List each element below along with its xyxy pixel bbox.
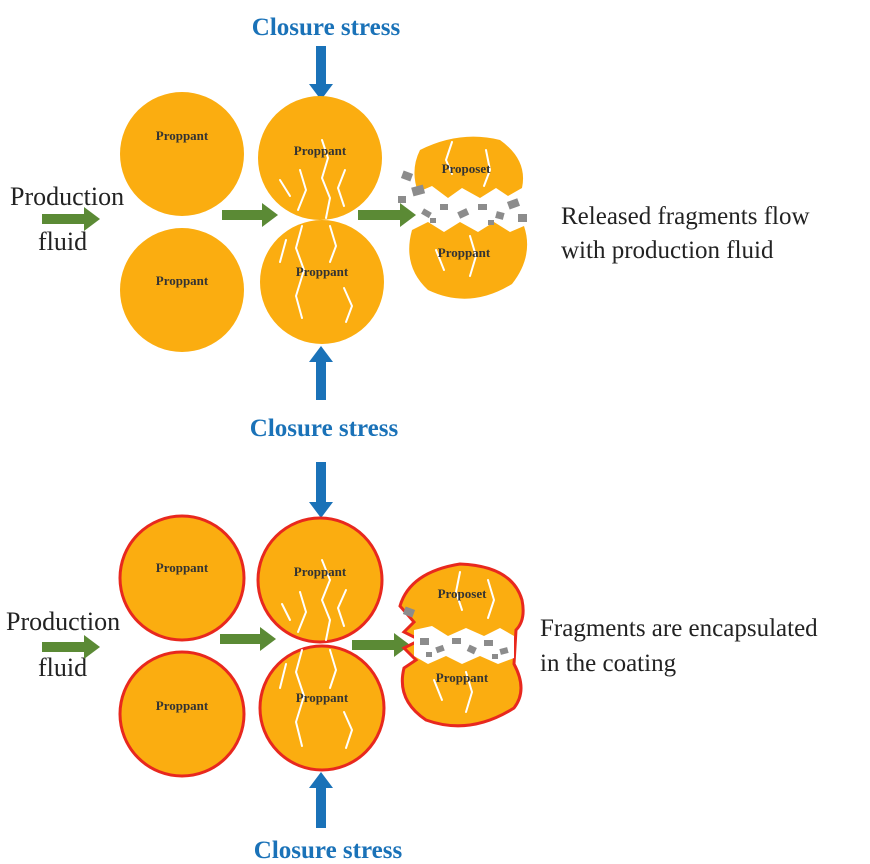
proppant-grain: Proppant	[120, 228, 244, 352]
stress-arrow-down-icon	[309, 46, 333, 100]
proppant-label: Proppant	[156, 273, 209, 288]
flow-arrow-icon	[358, 203, 416, 227]
coated-proppant-grain: Proppant	[118, 514, 246, 642]
fluid-label-line2: fluid	[38, 653, 87, 682]
proppant-grain: Proppant	[120, 92, 244, 216]
proppant-label: Proppant	[156, 698, 209, 713]
encapsulated-broken-proppant: Proposet Proppant	[398, 562, 525, 728]
cracked-proppant-grain: Proppant	[258, 96, 382, 220]
cracked-coated-proppant-grain: Proppant	[256, 516, 384, 644]
stress-arrow-up-icon	[309, 346, 333, 400]
stress-arrow-down-icon	[309, 462, 333, 518]
broken-proppant-grain: Proposet Proppant	[409, 136, 528, 299]
flow-arrow-icon	[42, 635, 100, 659]
proppant-label: Proppant	[296, 690, 349, 705]
flow-arrow-icon	[220, 627, 276, 651]
description-line1: Fragments are encapsulated	[540, 615, 818, 642]
proppant-label: Proppant	[296, 264, 349, 279]
proppant-label: Proposet	[442, 161, 492, 176]
fluid-label-line1: Production	[6, 607, 120, 636]
coated-panel: Production fluid Proppant Proppant	[6, 462, 818, 864]
proppant-label: Proppant	[438, 245, 491, 260]
description-line2: in the coating	[540, 650, 677, 677]
fluid-label-line2: fluid	[38, 227, 87, 256]
proppant-label: Proppant	[156, 128, 209, 143]
stress-label-top: Closure stress	[252, 14, 401, 41]
fluid-label-line1: Production	[10, 182, 124, 211]
description-line2: with production fluid	[561, 237, 774, 264]
coated-proppant-grain: Proppant	[118, 650, 246, 778]
proppant-label: Proppant	[294, 564, 347, 579]
description-line1: Released fragments flow	[561, 203, 810, 230]
stress-label-bottom: Closure stress	[250, 415, 399, 442]
proppant-label: Proppant	[156, 560, 209, 575]
released-fragments	[398, 170, 527, 225]
flow-arrow-icon	[42, 207, 100, 231]
cracked-coated-proppant-grain: Proppant	[258, 644, 386, 772]
proppant-label: Proppant	[294, 143, 347, 158]
stress-label-bottom: Closure stress	[254, 837, 403, 864]
proppant-label: Proposet	[438, 586, 488, 601]
encapsulated-fragments	[402, 606, 509, 659]
stress-arrow-up-icon	[309, 772, 333, 828]
cracked-proppant-grain: Proppant	[260, 220, 384, 344]
flow-arrow-icon	[352, 633, 410, 657]
uncoated-panel: Closure stress Production fluid Proppant	[10, 14, 810, 442]
flow-arrow-icon	[222, 203, 278, 227]
proppant-label: Proppant	[436, 670, 489, 685]
